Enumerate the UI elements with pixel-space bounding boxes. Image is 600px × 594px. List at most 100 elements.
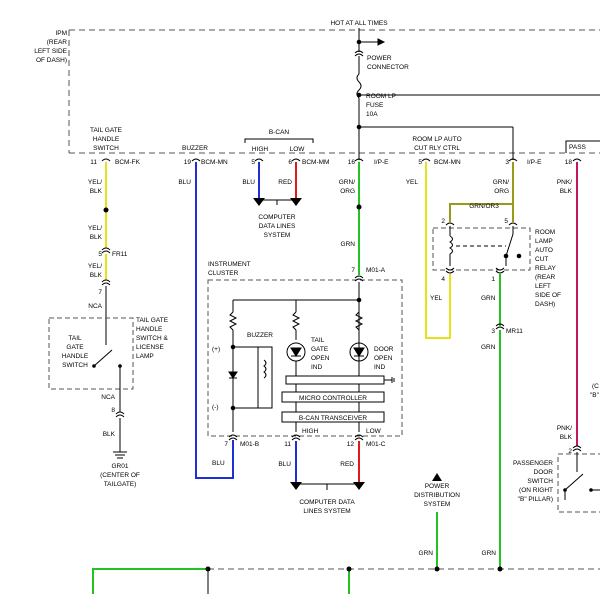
svg-text:BLK: BLK — [560, 434, 573, 441]
svg-text:7: 7 — [98, 289, 102, 296]
svg-text:DATA LINES: DATA LINES — [259, 223, 296, 230]
svg-text:B-CAN TRANSCEIVER: B-CAN TRANSCEIVER — [299, 415, 367, 422]
svg-text:GRN: GRN — [481, 344, 496, 351]
svg-text:GRN/: GRN/ — [493, 179, 509, 186]
svg-text:18: 18 — [565, 159, 573, 166]
svg-text:PASSENGER: PASSENGER — [513, 460, 553, 467]
svg-text:LINES SYSTEM: LINES SYSTEM — [303, 508, 350, 515]
svg-text:16: 16 — [348, 159, 356, 166]
tailgate-handle-switch-label: TAIL GATE HANDLE SWITCH — [90, 127, 123, 152]
svg-text:BLU: BLU — [178, 179, 191, 186]
svg-text:BLK: BLK — [90, 188, 103, 195]
pass-tab: PASS — [565, 140, 600, 153]
svg-text:CLUSTER: CLUSTER — [208, 270, 239, 277]
svg-text:(REAR: (REAR — [47, 39, 68, 46]
tailgate-ground: NCA 8 BLK GR01 (CENTER OF TAILGATE) — [100, 394, 140, 488]
svg-text:HIGH: HIGH — [252, 146, 269, 153]
svg-text:LEFT: LEFT — [535, 283, 551, 290]
svg-text:TAIL: TAIL — [68, 335, 82, 342]
svg-text:6: 6 — [288, 159, 292, 166]
svg-text:12: 12 — [347, 441, 355, 448]
svg-text:OPEN: OPEN — [374, 355, 393, 362]
svg-text:OPEN: OPEN — [311, 355, 330, 362]
svg-text:SWITCH: SWITCH — [527, 478, 553, 485]
svg-text:I/P-E: I/P-E — [527, 159, 542, 166]
pink-wire: PNK/ BLK PNK/ BLK (C "B" — [557, 162, 600, 446]
tailgate-wire: YEL/ BLK YEL/ BLK 5 FR11 YEL/ BLK 7 NCA — [88, 162, 128, 330]
svg-text:BCM-MN: BCM-MN — [201, 159, 228, 166]
svg-text:7: 7 — [224, 441, 228, 448]
svg-text:BCM-MM: BCM-MM — [302, 159, 329, 166]
svg-text:(+): (+) — [212, 346, 220, 353]
buzzer-wire: BLU BLU — [178, 162, 234, 479]
svg-text:DOOR: DOOR — [374, 346, 394, 353]
svg-text:GR01: GR01 — [112, 463, 129, 470]
ipm-label: IPM (REAR LEFT SIDE OF DASH) — [34, 30, 67, 64]
cluster-bottom-connectors: 7 M01-B 11 12 M01-C BLU RED COMPUTER DAT… — [224, 434, 386, 515]
svg-text:SWITCH: SWITCH — [93, 145, 119, 152]
svg-text:TAIL GATE: TAIL GATE — [136, 317, 169, 324]
svg-text:BCM-FK: BCM-FK — [115, 159, 141, 166]
svg-text:LEFT SIDE: LEFT SIDE — [34, 48, 67, 55]
svg-text:CUT RLY CTRL: CUT RLY CTRL — [414, 145, 460, 152]
svg-text:NCA: NCA — [88, 303, 102, 310]
svg-text:LOW: LOW — [366, 428, 382, 435]
svg-text:HIGH: HIGH — [302, 428, 319, 435]
svg-text:M01-B: M01-B — [240, 441, 259, 448]
svg-text:TAIL GATE: TAIL GATE — [90, 127, 123, 134]
room-lamp-relay: YEL GRN/ ORG GRN/OR3 2 5 4 1 YEL GRN 3 — [406, 162, 561, 568]
svg-text:FR11: FR11 — [112, 251, 128, 258]
ipm-box — [68, 29, 600, 154]
svg-text:I/P-E: I/P-E — [374, 159, 389, 166]
svg-text:RED: RED — [340, 461, 354, 468]
svg-text:LICENSE: LICENSE — [136, 344, 164, 351]
tailgate-switch-box: TAIL GATE HANDLE SWITCH — [48, 317, 134, 412]
svg-text:19: 19 — [184, 159, 192, 166]
svg-text:"B": "B" — [590, 392, 600, 399]
svg-text:DISTRIBUTION: DISTRIBUTION — [414, 492, 460, 499]
svg-text:BCM-MN: BCM-MN — [434, 159, 461, 166]
svg-text:COMPUTER DATA: COMPUTER DATA — [299, 499, 355, 506]
svg-text:GRN: GRN — [419, 550, 434, 557]
svg-text:(CENTER OF: (CENTER OF — [100, 472, 140, 479]
svg-text:SYSTEM: SYSTEM — [424, 501, 451, 508]
svg-text:RED: RED — [278, 179, 292, 186]
svg-text:HANDLE: HANDLE — [136, 326, 163, 333]
svg-text:ORG: ORG — [340, 188, 355, 195]
svg-text:GATE: GATE — [66, 344, 84, 351]
svg-text:5: 5 — [504, 218, 508, 225]
svg-text:ROOM LP AUTO: ROOM LP AUTO — [412, 136, 461, 143]
svg-text:4: 4 — [441, 276, 445, 283]
svg-text:GRN/: GRN/ — [339, 179, 355, 186]
room-lp-auto-label: ROOM LP AUTO CUT RLY CTRL — [412, 136, 461, 152]
svg-text:LOW: LOW — [290, 146, 306, 153]
power-connector-label: POWER CONNECTOR — [367, 55, 409, 71]
svg-text:NCA: NCA — [101, 394, 115, 401]
power-distribution: POWER DISTRIBUTION SYSTEM GRN GRN — [414, 473, 496, 568]
svg-text:3: 3 — [491, 328, 495, 335]
svg-text:TAILGATE): TAILGATE) — [104, 481, 137, 488]
svg-text:"B" PILLAR): "B" PILLAR) — [518, 496, 553, 503]
svg-text:COMPUTER: COMPUTER — [258, 214, 296, 221]
svg-text:B-CAN: B-CAN — [269, 129, 290, 136]
svg-text:MR11: MR11 — [506, 328, 523, 335]
bottom-bus — [92, 566, 600, 594]
svg-text:BLU: BLU — [212, 460, 225, 467]
bcan-bracket: B-CAN HIGH LOW — [244, 129, 314, 153]
instrument-cluster: INSTRUMENT CLUSTER 7 M01-A — [207, 261, 403, 437]
svg-text:YEL/: YEL/ — [88, 225, 102, 232]
pin-row-connectors — [101, 158, 582, 162]
svg-text:(ON RIGHT: (ON RIGHT — [519, 487, 553, 494]
svg-text:POWER: POWER — [367, 55, 392, 62]
hot-bus — [354, 28, 600, 160]
svg-text:OF DASH): OF DASH) — [36, 57, 67, 64]
svg-text:2: 2 — [568, 448, 572, 455]
svg-text:SWITCH &: SWITCH & — [136, 335, 168, 342]
svg-text:SIDE OF: SIDE OF — [535, 292, 561, 299]
svg-text:POWER: POWER — [425, 483, 450, 490]
svg-text:YEL/: YEL/ — [88, 263, 102, 270]
svg-text:5: 5 — [98, 251, 102, 258]
svg-text:HANDLE: HANDLE — [62, 353, 89, 360]
svg-text:BLK: BLK — [560, 188, 573, 195]
